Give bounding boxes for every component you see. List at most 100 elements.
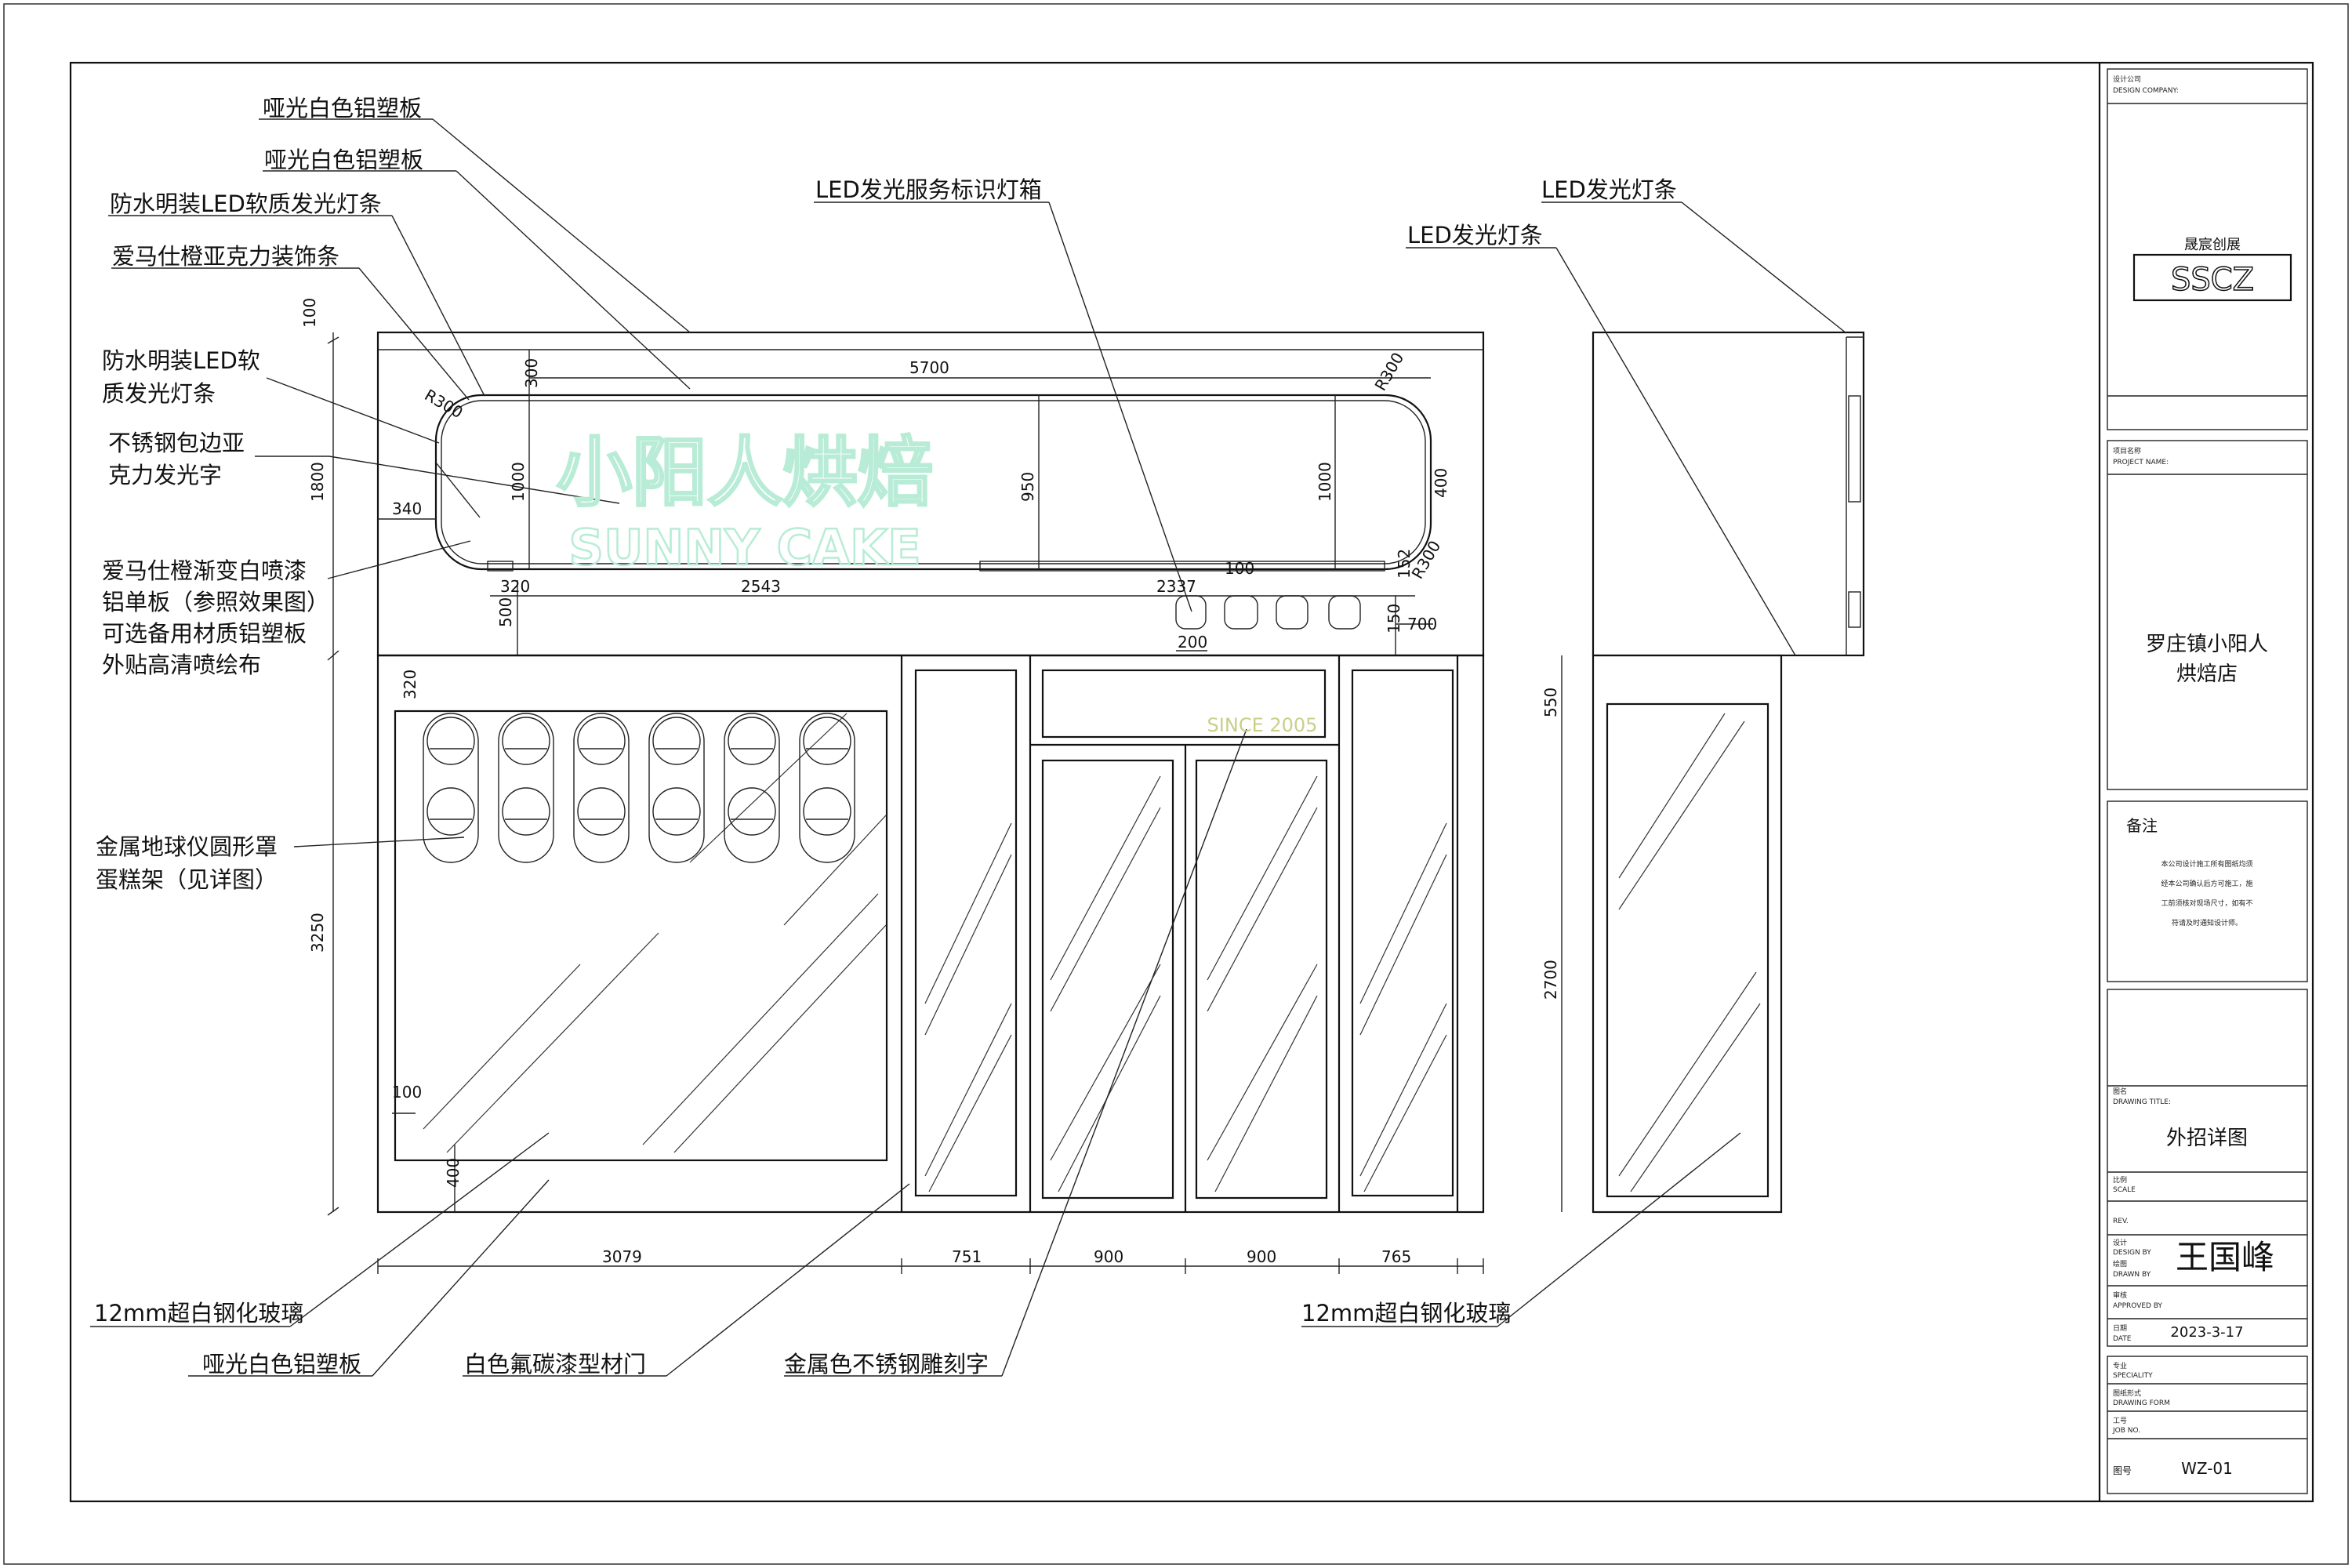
title-block bbox=[2098, 63, 2308, 1501]
tb-scale-en: SCALE bbox=[2113, 1186, 2136, 1194]
tb-project-2: 烘焙店 bbox=[2176, 662, 2238, 686]
storefront bbox=[376, 654, 1485, 1214]
left-window bbox=[394, 710, 888, 1162]
tb-date-label: 日期 bbox=[2113, 1324, 2127, 1333]
dim-2700: 2700 bbox=[1541, 960, 1560, 1000]
tb-design-by-en: DESIGN BY bbox=[2113, 1249, 2151, 1257]
dim-1000a: 1000 bbox=[509, 462, 528, 502]
label-side-led-1: LED发光灯条 bbox=[1541, 176, 1677, 203]
sign-english: SUNNY CAKE bbox=[568, 519, 920, 576]
label-ss-acrylic-a: 不锈钢包边亚 bbox=[108, 430, 245, 456]
dim-100-top: 100 bbox=[300, 298, 319, 328]
dim-550: 550 bbox=[1541, 688, 1560, 717]
leader-lines bbox=[90, 118, 1847, 1377]
service-light-icons bbox=[1175, 595, 1361, 630]
label-top2: 哑光白色铝塑板 bbox=[264, 147, 423, 173]
label-hermes-strip: 爱马仕橙亚克力装饰条 bbox=[112, 243, 339, 270]
sign-band bbox=[434, 394, 1432, 571]
dim-340: 340 bbox=[392, 499, 422, 518]
label-glass-left: 12mm超白钢化玻璃 bbox=[94, 1300, 303, 1327]
dim-950: 950 bbox=[1018, 472, 1037, 502]
tb-date: 2023-3-17 bbox=[2170, 1324, 2243, 1341]
tb-notes-4: 符请及时通知设计师。 bbox=[2172, 918, 2242, 927]
tb-drawing-no: WZ-01 bbox=[2181, 1459, 2233, 1478]
label-ss-acrylic-b: 克力发光字 bbox=[108, 462, 222, 488]
tb-specialty-en: SPECIALITY bbox=[2113, 1372, 2153, 1380]
dim-900b: 900 bbox=[1247, 1247, 1276, 1266]
label-led-strip-1: 防水明装LED软质发光灯条 bbox=[110, 191, 382, 217]
tb-drawing-title-en: DRAWING TITLE: bbox=[2113, 1098, 2171, 1106]
label-gradient-a: 爱马仕橙渐变白喷漆 bbox=[102, 557, 307, 584]
label-gradient-c: 可选备用材质铝塑板 bbox=[102, 620, 307, 647]
label-matte-bottom: 哑光白色铝塑板 bbox=[202, 1351, 361, 1377]
side-lower bbox=[1592, 654, 1783, 1214]
globe-cake-racks bbox=[423, 713, 855, 863]
door-right-leaf bbox=[1195, 759, 1328, 1200]
label-gradient-b: 铝单板（参照效果图） bbox=[102, 589, 329, 615]
tb-project-1: 罗庄镇小阳人 bbox=[2146, 633, 2268, 656]
door-left-leaf bbox=[1041, 759, 1174, 1200]
since-text: SINCE 2005 bbox=[1207, 714, 1318, 736]
tb-notes-3: 工前须核对现场尺寸，如有不 bbox=[2161, 898, 2252, 908]
dim-400: 400 bbox=[1432, 468, 1450, 498]
label-led-strip-2a: 防水明装LED软 bbox=[102, 347, 260, 374]
label-service-lightbox: LED发光服务标识灯箱 bbox=[815, 176, 1042, 203]
dim-751: 751 bbox=[952, 1247, 982, 1266]
dim-320b: 320 bbox=[401, 670, 419, 699]
tb-specialty: 专业 bbox=[2113, 1361, 2127, 1370]
dim-100c: 100 bbox=[392, 1083, 422, 1102]
label-side-led-2: LED发光灯条 bbox=[1407, 222, 1543, 249]
dim-152: 152 bbox=[1395, 549, 1414, 579]
tb-job-en: JOB NO. bbox=[2112, 1427, 2140, 1435]
label-globe-b: 蛋糕架（见详图） bbox=[96, 866, 278, 893]
tb-form-en: DRAWING FORM bbox=[2113, 1399, 2170, 1407]
side-elevation bbox=[1592, 331, 1865, 1214]
tb-logo-big: SSCZ bbox=[2171, 262, 2254, 298]
tb-drawing-name: 外招详图 bbox=[2166, 1127, 2248, 1150]
dim-100b: 100 bbox=[1225, 559, 1254, 578]
label-glass-right: 12mm超白钢化玻璃 bbox=[1301, 1300, 1511, 1327]
tb-notes-title: 备注 bbox=[2126, 816, 2158, 835]
dim-3079: 3079 bbox=[602, 1247, 642, 1266]
tb-rev-en: REV. bbox=[2113, 1218, 2129, 1225]
label-door: 白色氟碳漆型材门 bbox=[464, 1351, 646, 1377]
tb-design-by: 设计 bbox=[2113, 1238, 2127, 1247]
dim-700: 700 bbox=[1407, 615, 1437, 633]
dim-400b: 400 bbox=[444, 1158, 463, 1188]
tb-project-name: 项目名称 bbox=[2113, 446, 2141, 456]
tb-logo-small: 晟宸创展 bbox=[2184, 237, 2241, 253]
tb-form: 图纸形式 bbox=[2113, 1388, 2141, 1398]
dim-R300b: R300 bbox=[1371, 349, 1408, 394]
tb-project-name-en: PROJECT NAME: bbox=[2113, 459, 2169, 466]
tb-scale: 比例 bbox=[2113, 1175, 2127, 1185]
dim-2337: 2337 bbox=[1156, 577, 1196, 596]
tb-date-en: DATE bbox=[2113, 1335, 2132, 1343]
side-glass-left bbox=[914, 669, 1018, 1197]
dimension-lines bbox=[327, 332, 1563, 1274]
dim-3250: 3250 bbox=[308, 913, 327, 953]
tb-drawn-by-en: DRAWN BY bbox=[2113, 1271, 2151, 1279]
side-glass bbox=[1606, 702, 1769, 1198]
tb-job: 工号 bbox=[2113, 1417, 2127, 1425]
label-gradient-d: 外贴高清喷绘布 bbox=[102, 652, 261, 678]
dim-900a: 900 bbox=[1094, 1247, 1123, 1266]
dim-320a: 320 bbox=[500, 577, 530, 596]
tb-design-company: 设计公司 bbox=[2113, 74, 2141, 84]
label-top1: 哑光白色铝塑板 bbox=[263, 95, 422, 122]
outer-border bbox=[3, 3, 2349, 1565]
dim-5700: 5700 bbox=[909, 358, 949, 377]
label-led-strip-2b: 质发光灯条 bbox=[102, 380, 216, 407]
tb-approved-by: 审核 bbox=[2113, 1290, 2127, 1300]
dim-200: 200 bbox=[1178, 633, 1207, 652]
dim-1800: 1800 bbox=[308, 462, 327, 502]
label-engraving: 金属色不锈钢雕刻字 bbox=[784, 1351, 989, 1377]
tb-signature: 王国峰 bbox=[2176, 1238, 2274, 1276]
dim-2543: 2543 bbox=[741, 577, 781, 596]
tb-notes-2: 经本公司确认后方可施工，施 bbox=[2161, 879, 2252, 888]
dim-765: 765 bbox=[1381, 1247, 1411, 1266]
dim-500: 500 bbox=[496, 597, 515, 627]
drawing-frame bbox=[69, 61, 2314, 1503]
tb-drawn-by: 绘图 bbox=[2113, 1259, 2127, 1269]
sign-chinese: 小阳人烘焙 bbox=[557, 429, 933, 517]
